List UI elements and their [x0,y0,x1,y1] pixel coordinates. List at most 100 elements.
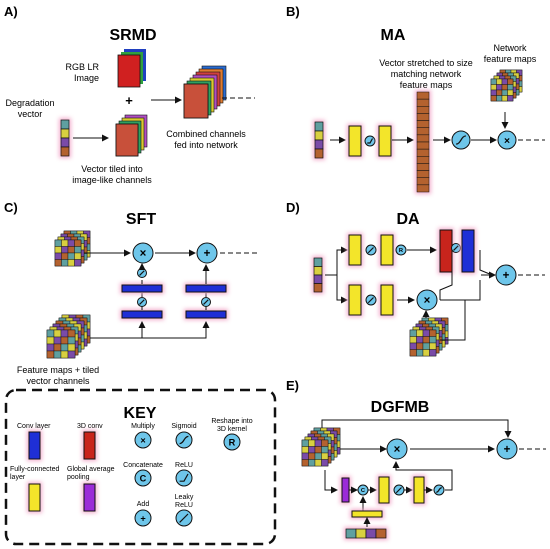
fc-relu-fc-block [347,124,393,158]
panel-d-title: DA [396,211,420,228]
combined-channels [183,65,227,119]
network-feature-map-cell [501,84,508,91]
key-label-concat: Concatenate [123,462,163,469]
relu-icon [364,135,376,147]
stretched-cell [416,134,430,143]
degradation-vector-e-cell [345,528,357,539]
degradation-vector-b-cell [314,139,324,150]
stretched-cell [416,141,430,150]
stretched-cell [416,113,430,121]
key-label-gap: Global average [67,466,115,473]
network-fmaps-line2: feature maps [484,54,537,64]
conv-layer [461,229,475,273]
feature-map-tiled-cell [67,343,76,352]
feature-map-tiled-cell [60,343,69,352]
feature-map-top-cell [54,239,62,247]
feature-map-tiled-cell [67,336,76,345]
key-add-icon [134,509,152,527]
dgfmb-feature-map-cell [314,439,322,447]
fc-layer [348,234,362,266]
fc-layer [348,125,362,157]
da-feature-map-cell [422,349,430,357]
network-feature-map-cell [507,78,514,85]
leaky-relu-icon-curve [395,487,402,494]
rgb-label-line2: Image [74,73,99,83]
dgfmb-feature-map-cell [301,452,309,460]
add-icon: + [196,242,218,264]
panel-d-letter: D) [286,200,300,215]
da-kernel-block [438,228,476,274]
da-feature-map-cell [416,329,424,337]
network-feature-map-cell [490,95,497,102]
key-label-fc: Fully-connected [10,466,60,473]
feature-maps-top [54,230,91,267]
arrow-d5 [439,270,453,300]
feature-map-tiled-cell [60,350,69,359]
multiply-icon-symbol: × [394,444,401,456]
fc-layer [378,125,392,157]
dgfmb-feature-map-cell [321,459,329,467]
degradation-vector-cell [60,119,70,130]
dgfmb-feature-map-cell [314,459,322,467]
panel-a: A) SRMD RGB LR Image + Degradation vecto… [4,4,255,185]
dgfmb-feature-map-cell [321,439,329,447]
network-feature-map-cell [501,78,508,85]
stretched-cell [416,177,430,186]
degradation-label-line2: vector [18,109,43,119]
arrow-d1 [325,246,348,276]
feature-map-tiled-cell [46,329,55,338]
multiply-icon-symbol: × [424,295,431,307]
feature-map-top-cell [74,246,82,254]
dgfmb-feature-map-cell [301,459,309,467]
tiled-label-line2: image-like channels [72,175,152,185]
key-label-conv: Conv layer [17,423,51,430]
da-feature-map-cell [409,336,417,344]
feature-map-tiled-cell [67,329,76,338]
leaky-relu-icon-curve [139,299,145,305]
arrow-d8 [440,280,481,301]
degradation-vector-d-cell [313,257,323,267]
feature-map-tiled-cell [53,336,62,345]
da-bottom-branch [347,283,395,317]
leaky-relu-icon-curve [139,270,145,276]
feature-map-top-cell [54,259,62,267]
da-feature-maps [409,317,449,357]
add-icon-symbol: + [503,270,510,282]
feature-map-top-cell [74,252,82,260]
network-feature-map-cell [496,95,503,102]
degradation-vector-e-cell [375,528,387,539]
da-feature-map-cell [422,329,430,337]
degradation-vector-b-cell [314,130,324,141]
degradation-vector-d-cell [313,274,323,284]
network-feature-map-cell [490,78,497,85]
fc-layer [380,284,394,316]
arrow-e2 [324,470,338,494]
leaky-relu-icon-curve [367,297,374,304]
key-border [4,388,277,546]
stretched-cell [416,148,430,157]
da-feature-map-cell [429,329,437,337]
key-gap-swatch [83,483,96,512]
key-label-fc-2: layer [10,474,26,481]
multiply-icon-symbol: × [504,136,510,147]
network-fmaps-line1: Network [493,43,527,53]
multiply-icon: × [132,242,154,264]
dgfmb-feature-map-cell [308,439,316,447]
conv3d-layer [439,229,453,273]
feature-map-tiled-cell [60,336,69,345]
add-icon-symbol: + [504,444,511,456]
network-feature-map-cell [507,84,514,91]
rgb-label-line1: RGB LR [65,62,99,72]
feature-map-tiled-cell [46,350,55,359]
key-label-leaky: Leaky [175,494,194,501]
feature-map-top-cell [61,239,69,247]
key-label-multiply: Multiply [131,423,155,430]
add-icon [196,242,218,264]
key-conv-swatch [28,431,41,460]
stretched-label-line2: matching network [391,69,462,79]
da-feature-map-cell [409,342,417,350]
feature-map-top-cell [74,239,82,247]
key-multiply-icon [134,431,152,449]
stretched-cell [416,106,430,114]
key-title: KEY [124,405,157,422]
